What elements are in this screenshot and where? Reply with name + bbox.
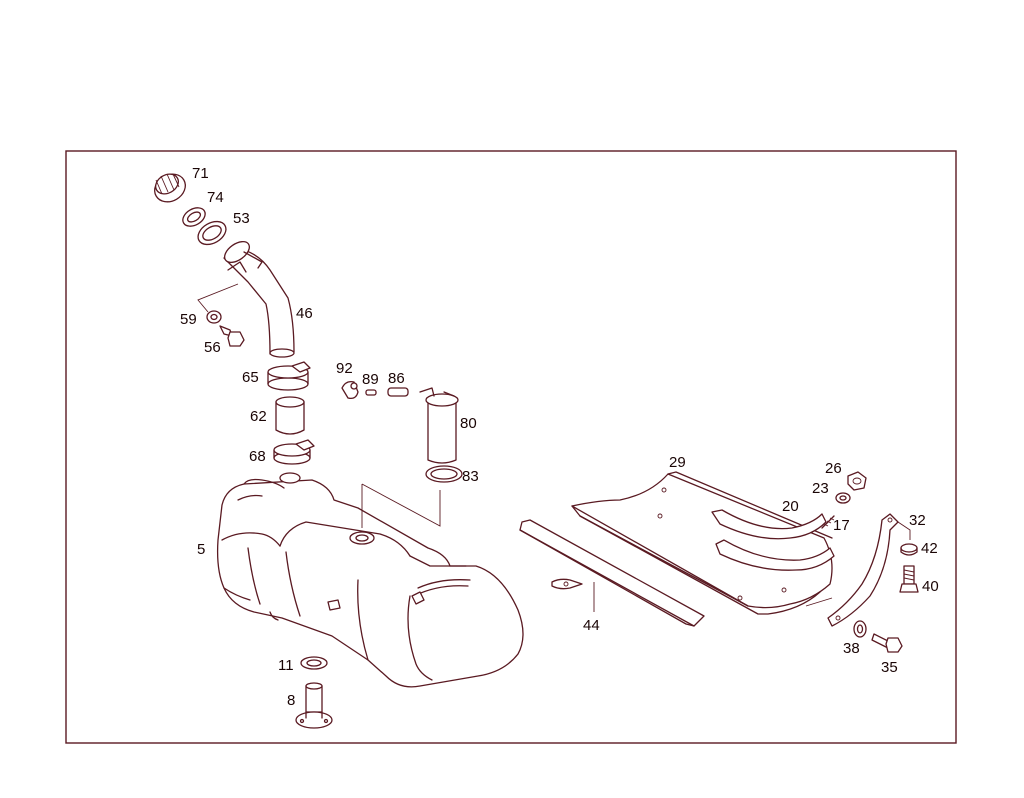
part-89-pin[interactable] xyxy=(365,389,377,396)
part-17-threaded-bolt[interactable] xyxy=(821,515,835,529)
part-83-gasket[interactable] xyxy=(425,465,463,483)
callout-20: 20 xyxy=(782,498,799,515)
callout-65: 65 xyxy=(242,369,259,386)
part-92-clip[interactable] xyxy=(341,380,359,400)
part-40-bolt[interactable] xyxy=(899,565,919,593)
part-23-washer[interactable] xyxy=(835,492,851,504)
callout-8: 8 xyxy=(287,692,295,709)
part-59-washer[interactable] xyxy=(206,310,222,324)
callout-89: 89 xyxy=(362,371,379,388)
part-46-filler-neck[interactable] xyxy=(221,237,295,358)
part-74-seal-ring[interactable] xyxy=(180,204,209,230)
callout-71: 71 xyxy=(192,165,209,182)
callout-32: 32 xyxy=(909,512,926,529)
diagram-frame xyxy=(65,150,957,744)
part-44-side-rail[interactable] xyxy=(519,519,705,627)
part-42-rubber-washer[interactable] xyxy=(900,543,918,556)
callout-labels: 71 74 53 46 59 56 65 62 68 92 89 86 80 8… xyxy=(180,165,939,709)
part-68-hose-clamp[interactable] xyxy=(273,439,315,465)
callout-86: 86 xyxy=(388,370,405,387)
part-26-nut[interactable] xyxy=(847,471,867,491)
callout-56: 56 xyxy=(204,339,221,356)
callout-11: 11 xyxy=(278,657,294,674)
callout-92: 92 xyxy=(336,360,353,377)
part-86-sleeve[interactable] xyxy=(387,387,409,397)
callout-17: 17 xyxy=(833,517,850,534)
part-62-hose[interactable] xyxy=(275,396,305,435)
callout-38: 38 xyxy=(843,640,860,657)
part-80-level-sender[interactable] xyxy=(419,387,459,464)
callout-42: 42 xyxy=(921,540,938,557)
callout-59: 59 xyxy=(180,311,197,328)
part-53-ring[interactable] xyxy=(194,217,230,249)
part-5-fuel-tank[interactable] xyxy=(216,472,524,688)
callout-46: 46 xyxy=(296,305,313,322)
part-56-bolt[interactable] xyxy=(219,325,245,347)
part-11-sealing-ring[interactable] xyxy=(300,656,328,670)
callout-26: 26 xyxy=(825,460,842,477)
callout-74: 74 xyxy=(207,189,224,206)
part-38-washer[interactable] xyxy=(853,620,867,638)
callout-35: 35 xyxy=(881,659,898,676)
callout-80: 80 xyxy=(460,415,477,432)
callout-62: 62 xyxy=(250,408,267,425)
callout-44: 44 xyxy=(583,617,600,634)
part-35-bolt[interactable] xyxy=(871,633,903,653)
part-65-hose-clamp[interactable] xyxy=(267,361,311,391)
callout-68: 68 xyxy=(249,448,266,465)
part-71-filler-cap[interactable] xyxy=(150,169,191,208)
callout-53: 53 xyxy=(233,210,250,227)
callout-5: 5 xyxy=(197,541,205,558)
part-44-clip[interactable] xyxy=(551,578,583,590)
part-29-underbody-shield[interactable] xyxy=(571,471,833,615)
part-32-strap[interactable] xyxy=(827,513,899,627)
part-20-tension-strap[interactable] xyxy=(711,509,835,571)
callout-29: 29 xyxy=(669,454,686,471)
callout-23: 23 xyxy=(812,480,829,497)
part-8-drain-screw[interactable] xyxy=(295,682,333,729)
callout-40: 40 xyxy=(922,578,939,595)
callout-83: 83 xyxy=(462,468,479,485)
